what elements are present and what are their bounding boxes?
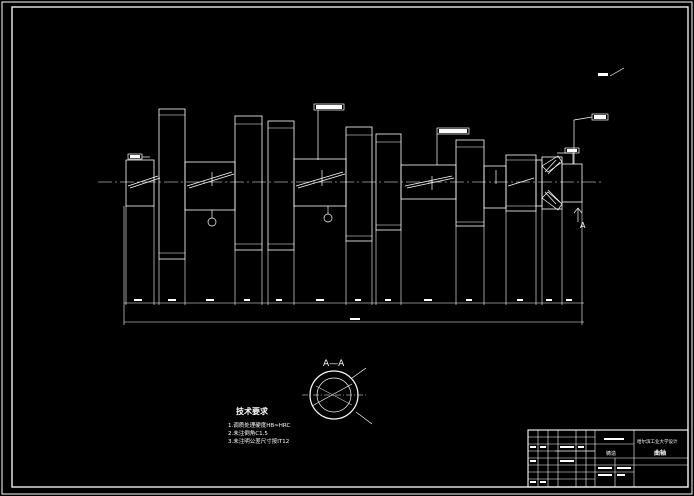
extension-lines xyxy=(123,202,583,325)
section-cut-label: A xyxy=(580,221,586,230)
roughness-leader xyxy=(609,67,625,77)
flange-section-hatch xyxy=(541,155,563,211)
tech-item-3: 3.未注明公差尺寸按IT12 xyxy=(228,437,289,445)
title-block-part-name: 曲轴 xyxy=(654,449,666,457)
journal-4 xyxy=(483,165,507,209)
web-4 xyxy=(345,126,373,242)
web-7 xyxy=(505,154,537,212)
taper-lines xyxy=(127,171,535,189)
journal-1 xyxy=(184,161,236,211)
tech-title: 技术要求 xyxy=(236,406,269,416)
title-block-material: 铸造 xyxy=(606,450,616,457)
section-view-a-a xyxy=(302,367,373,425)
dimension-lines xyxy=(124,302,584,323)
dimension-value-marks xyxy=(134,299,572,320)
callout-boxes xyxy=(127,103,609,165)
title-block-school: 哈尔滨工业大学设计 xyxy=(637,438,678,445)
journal-2 xyxy=(293,158,347,207)
web-3 xyxy=(267,120,295,251)
web-6 xyxy=(455,139,485,227)
sheet-border-inner xyxy=(11,6,689,488)
title-block xyxy=(527,429,689,488)
section-cut-marker xyxy=(573,207,583,222)
flange-left xyxy=(535,159,543,207)
web-feature-lines xyxy=(159,114,536,254)
title-block-marks xyxy=(530,438,631,483)
shaft-end-left xyxy=(125,159,155,207)
section-view-title: A—A xyxy=(323,359,345,369)
crankshaft-outline xyxy=(125,108,583,260)
position-markers xyxy=(207,170,497,227)
flange-hub xyxy=(561,163,583,203)
callout-marks xyxy=(130,73,608,158)
web-2 xyxy=(234,115,263,251)
tech-item-1: 1.调质处理硬度HB≈HRC xyxy=(228,421,290,429)
tech-item-2: 2.未注倒角C1.5 xyxy=(228,429,268,437)
web-1 xyxy=(158,108,186,260)
